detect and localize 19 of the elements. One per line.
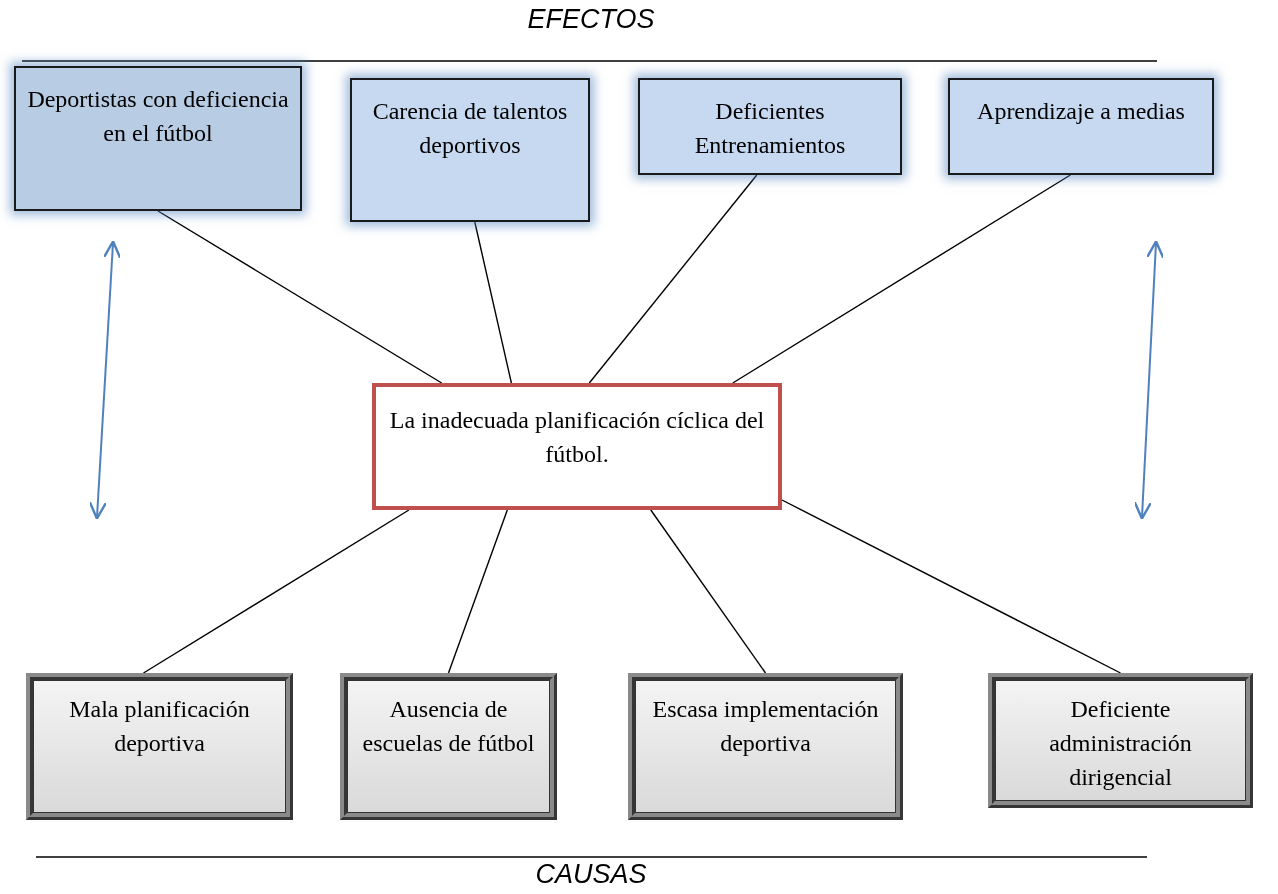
cause-box: Deficiente administración dirigencial xyxy=(988,673,1253,808)
effect-box: Deficientes Entrenamientos xyxy=(638,78,902,175)
caption: CAUSAS xyxy=(535,859,647,890)
connector-line xyxy=(447,509,508,674)
connector-line xyxy=(650,509,767,674)
connector-line xyxy=(157,210,443,384)
connector-line xyxy=(588,174,758,384)
effect-box: Deportistas con deficiencia en el fútbol xyxy=(14,66,302,211)
cause-box: Escasa implementación deportiva xyxy=(628,673,903,820)
cause-box: Mala planificación deportiva xyxy=(26,673,293,820)
cause-box: Ausencia de escuelas de fútbol xyxy=(340,673,557,820)
title: EFECTOS xyxy=(527,4,655,35)
connector-line xyxy=(781,499,1122,674)
problem-box: La inadecuada planificación cíclica del fútbol. xyxy=(372,383,782,510)
effect-box: Carencia de talentos deportivos xyxy=(350,78,590,222)
effect-box: Aprendizaje a medias xyxy=(948,78,1214,175)
connector-line xyxy=(732,174,1072,384)
connector-line xyxy=(142,509,410,674)
connector-line xyxy=(474,221,513,384)
